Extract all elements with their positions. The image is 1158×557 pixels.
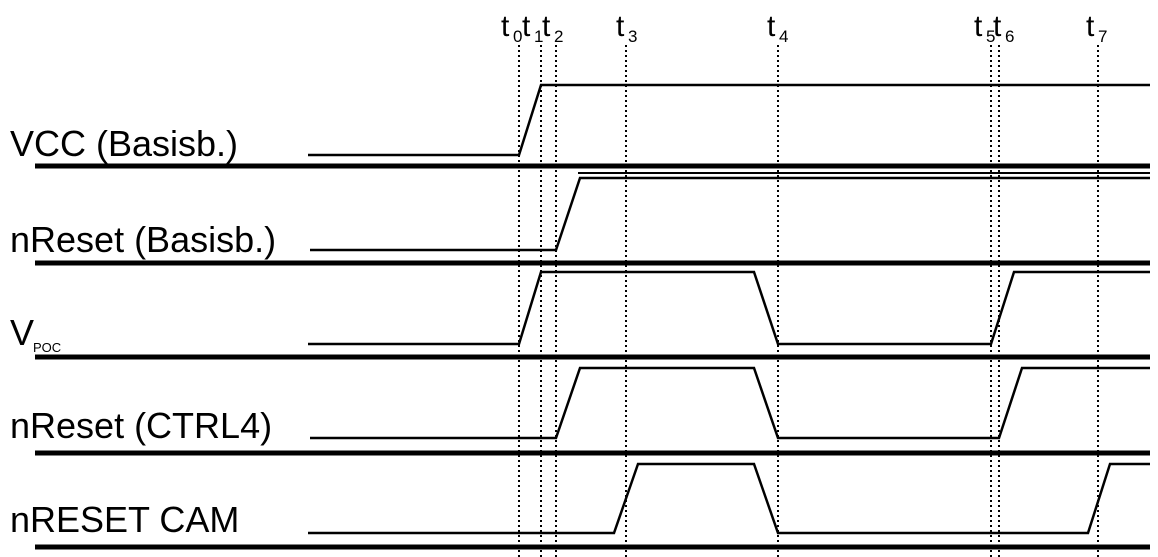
time-marker-letter: t (1086, 10, 1095, 43)
signal-label: V (10, 312, 34, 353)
signal-nreset-cam: nRESET CAM (10, 462, 1150, 550)
vpoc-waveform (308, 270, 1150, 346)
time-marker-index: 0 (513, 27, 522, 46)
signal-label: nRESET CAM (10, 499, 239, 540)
time-axis: t 0 t 1 t 2 t 3 t 4 t 5 t (501, 10, 1107, 557)
signal-label: nReset (CTRL4) (10, 405, 272, 446)
time-marker-letter: t (767, 10, 776, 43)
signal-label: nReset (Basisb.) (10, 219, 276, 260)
vcc-waveform (308, 83, 1150, 157)
time-marker-t0: t 0 (501, 10, 522, 557)
time-marker-index: 3 (628, 27, 637, 46)
time-marker-t5: t 5 (974, 10, 995, 557)
time-marker-t2: t 2 (542, 10, 563, 557)
signal-nreset-ctrl4: nReset (CTRL4) (10, 366, 1150, 456)
signal-nreset-basisb: nReset (Basisb.) (10, 176, 1150, 266)
signal-vpoc: V POC (10, 270, 1150, 360)
nreset-ctrl4-waveform (310, 366, 1150, 440)
time-marker-index: 4 (779, 27, 788, 46)
time-marker-t7: t 7 (1086, 10, 1107, 557)
signal-subscript: POC (33, 340, 61, 355)
time-marker-index: 5 (986, 27, 995, 46)
time-marker-letter: t (993, 10, 1002, 43)
time-marker-index: 2 (554, 27, 563, 46)
time-marker-letter: t (974, 10, 983, 43)
nreset-basisb-waveform (310, 176, 1150, 252)
time-marker-t6: t 6 (993, 10, 1014, 557)
time-marker-index: 7 (1098, 27, 1107, 46)
time-marker-t4: t 4 (767, 10, 788, 557)
signal-label: VCC (Basisb.) (10, 123, 238, 164)
time-marker-t1: t 1 (522, 10, 543, 557)
time-marker-letter: t (616, 10, 625, 43)
time-marker-letter: t (501, 10, 510, 43)
nreset-cam-waveform (308, 462, 1150, 535)
time-marker-index: 1 (534, 27, 543, 46)
time-marker-letter: t (542, 10, 551, 43)
time-marker-index: 6 (1005, 27, 1014, 46)
signal-vcc-basisb: VCC (Basisb.) (10, 83, 1150, 174)
time-marker-letter: t (522, 10, 531, 43)
time-marker-t3: t 3 (616, 10, 637, 557)
